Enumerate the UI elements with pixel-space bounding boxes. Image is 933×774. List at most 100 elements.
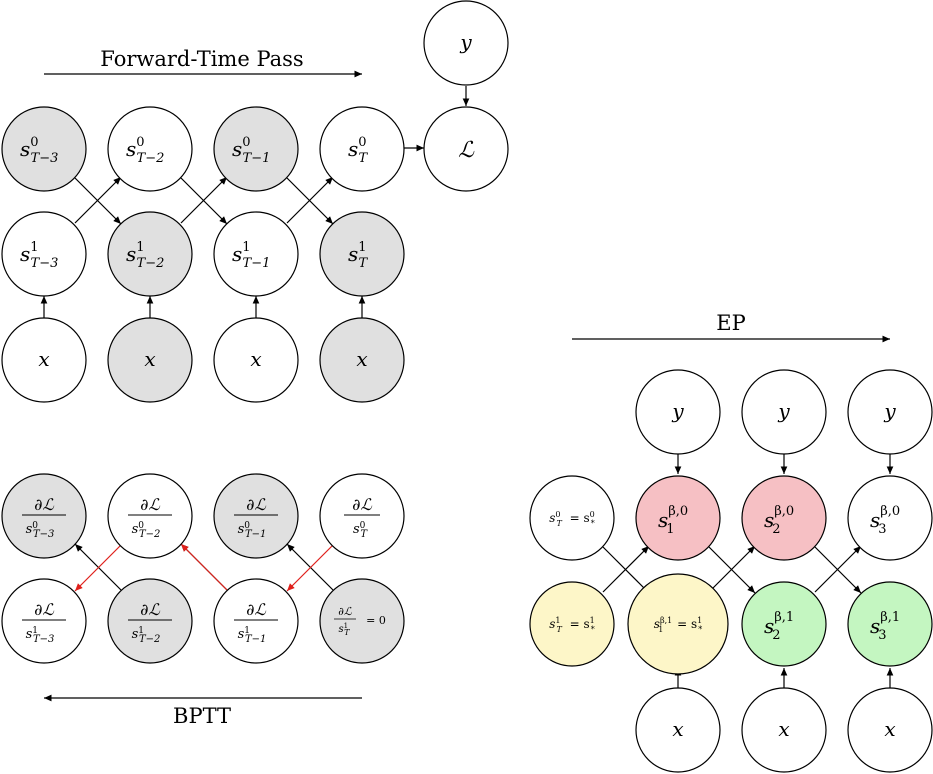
- ep-y2-label: y: [777, 399, 790, 423]
- ep-node-y2: y: [741, 369, 827, 455]
- ep-edge-c: [708, 545, 756, 593]
- bptt-r0-3-num: ∂ℒ: [246, 495, 266, 514]
- node-x-4-label: x: [356, 347, 367, 371]
- bptt-edge-1: [74, 543, 122, 591]
- edge-s1-Tm2-to-s0-Tm1: [180, 176, 228, 224]
- edge-s1-Tm1-to-s0-T: [286, 176, 334, 224]
- node-x-4: x: [319, 317, 405, 403]
- bptt-r1-3-num: ∂ℒ: [246, 600, 266, 619]
- ep-node-x1: x: [635, 687, 721, 773]
- node-x-2: x: [107, 317, 193, 403]
- node-x-3-label: x: [250, 347, 261, 371]
- bptt-red-edge-1: [74, 544, 122, 592]
- bptt-red-edge-2: [180, 543, 228, 591]
- ep-y1-label: y: [671, 399, 684, 423]
- ep-x3-label: x: [884, 717, 895, 741]
- bptt-title: BPTT: [173, 704, 231, 728]
- node-loss-label: ℒ: [458, 138, 475, 163]
- ep-node-x3: x: [847, 687, 933, 773]
- ep-node-y3: y: [847, 369, 933, 455]
- bptt-r0-4-num: ∂ℒ: [352, 495, 372, 514]
- bptt-r1-1-num: ∂ℒ: [34, 600, 54, 619]
- bptt-r0-1-num: ∂ℒ: [34, 495, 54, 514]
- ep-x2-label: x: [778, 717, 789, 741]
- ep-edge-b: [602, 546, 650, 594]
- bptt-r1-4-num: ∂ℒ: [338, 605, 353, 618]
- ep-x1-label: x: [672, 717, 683, 741]
- ep-y3-label: y: [883, 399, 896, 423]
- node-x-1-label: x: [38, 347, 49, 371]
- ep-title: EP: [716, 311, 745, 335]
- ep-edge-e: [814, 545, 862, 593]
- ep-node-y1: y: [635, 369, 721, 455]
- node-loss: ℒ: [423, 106, 509, 192]
- edge-s0-Tm2-to-s1-Tm1: [180, 177, 228, 225]
- ep-edge-f: [814, 546, 862, 594]
- bptt-r1-2-num: ∂ℒ: [140, 600, 160, 619]
- node-y-label: y: [459, 30, 472, 54]
- ep-node-x2: x: [741, 687, 827, 773]
- edge-s1-Tm3-to-s0-Tm2: [74, 176, 122, 224]
- bptt-edge-3: [286, 543, 334, 591]
- node-x-3: x: [213, 317, 299, 403]
- bptt-r0-2-num: ∂ℒ: [140, 495, 160, 514]
- forward-title: Forward-Time Pass: [100, 47, 303, 71]
- node-y: y: [423, 0, 509, 86]
- node-x-2-label: x: [144, 347, 155, 371]
- edge-s0-Tm3-to-s1-Tm2: [74, 177, 122, 225]
- ep-edge-a: [602, 545, 650, 593]
- node-x-1: x: [1, 317, 87, 403]
- bptt-red-edge-3: [286, 544, 334, 592]
- edge-s0-Tm1-to-s1-T: [286, 177, 334, 225]
